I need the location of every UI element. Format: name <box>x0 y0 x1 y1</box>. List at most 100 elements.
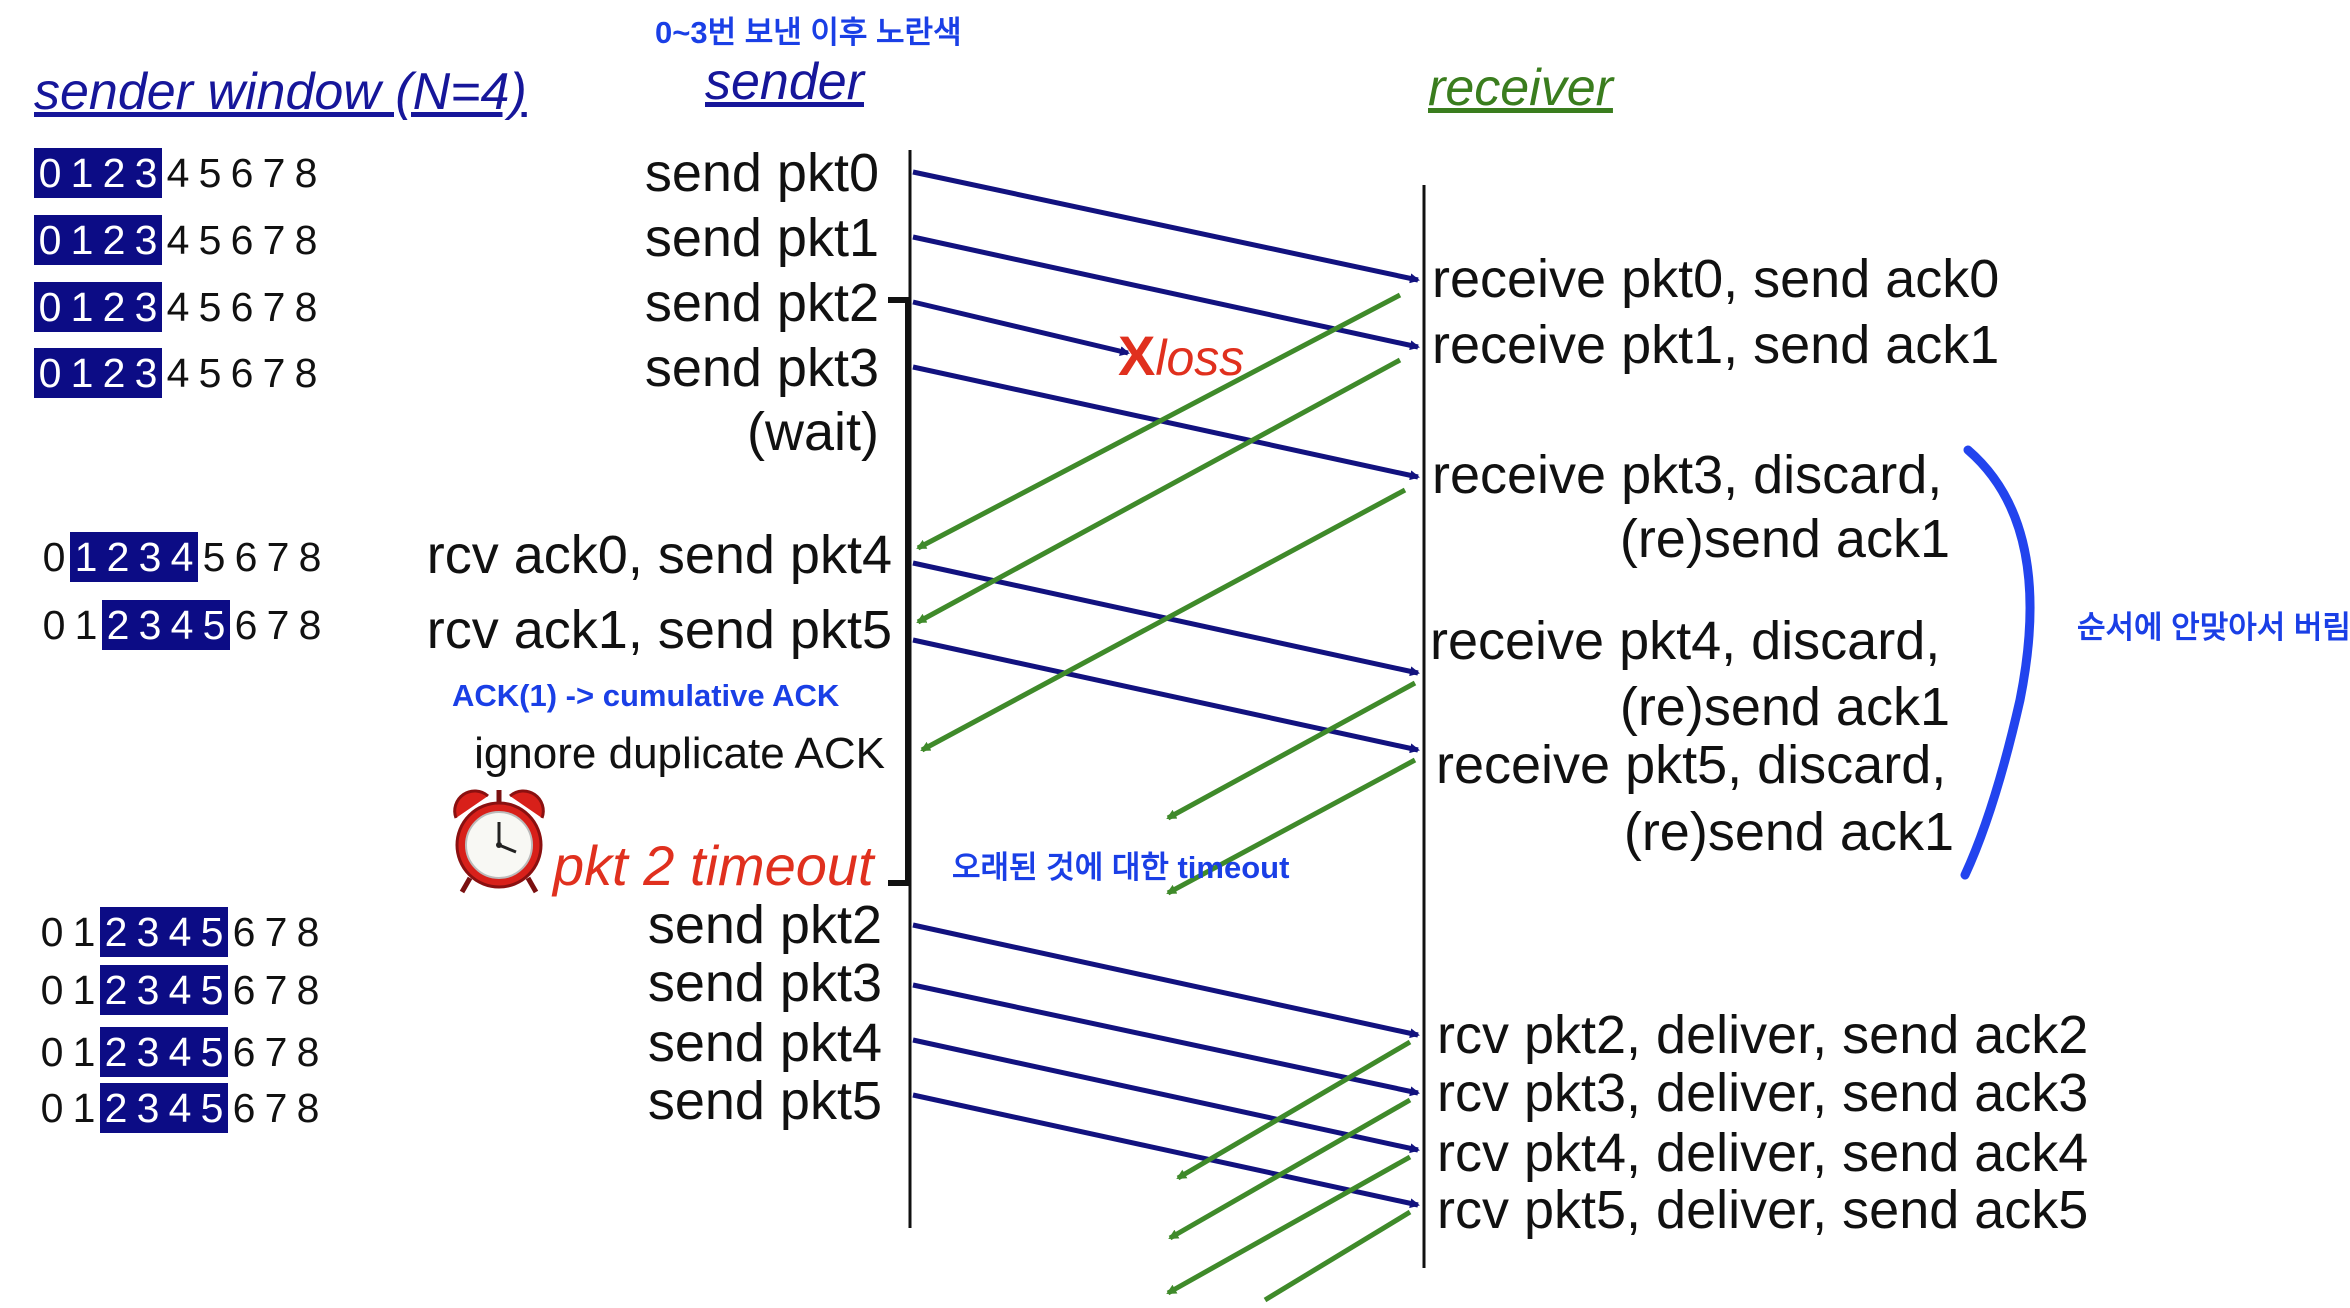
receiver-event-pkt4-resend-ack: (re)send ack1 <box>1619 677 1950 737</box>
sequence-number: 3 <box>130 282 162 332</box>
sender-event-send-pkt0: send pkt0 <box>644 143 879 203</box>
sequence-number: 0 <box>34 348 66 398</box>
sequence-number: 7 <box>266 534 290 580</box>
sequence-number: 6 <box>230 150 254 196</box>
sender-heading: sender <box>705 53 864 111</box>
sequence-number: 0 <box>40 1085 64 1131</box>
sequence-number: 0 <box>40 1029 64 1075</box>
receiver-heading: receiver <box>1428 59 1613 117</box>
note-old-timeout: 오래된 것에 대한 timeout <box>952 850 1290 885</box>
sequence-number: 6 <box>230 350 254 396</box>
receiver-event-pkt5-discard: receive pkt5, discard, <box>1436 735 1947 795</box>
sequence-number: 3 <box>132 1083 164 1133</box>
sequence-number: 3 <box>132 1027 164 1077</box>
sequence-number: 4 <box>166 217 190 263</box>
sequence-number: 2 <box>102 600 134 650</box>
sequence-number: 8 <box>294 217 318 263</box>
ack-arrow-dup-ack1-c <box>1166 757 1417 896</box>
receiver-event-pkt1: receive pkt1, send ack1 <box>1432 315 2000 375</box>
timer-bracket <box>888 297 911 886</box>
sequence-number: 7 <box>264 1085 288 1131</box>
sequence-number: 5 <box>196 1083 228 1133</box>
sequence-number: 4 <box>164 1027 196 1077</box>
sequence-number: 8 <box>296 909 320 955</box>
note-cumulative-ack: ACK(1) -> cumulative ACK <box>452 678 840 713</box>
sequence-number: 8 <box>294 150 318 196</box>
pkt2-timeout-label: pkt 2 timeout <box>553 834 874 897</box>
sequence-number: 3 <box>134 600 166 650</box>
sequence-number: 0 <box>40 909 64 955</box>
data-arrow-pkt2-resend <box>912 922 1420 1039</box>
data-arrow-pkt0 <box>912 169 1420 284</box>
sequence-number: 4 <box>166 150 190 196</box>
data-arrow-pkt3-resend <box>912 982 1420 1097</box>
loss-label: loss <box>1155 330 1245 386</box>
receiver-event-deliver-pkt3: rcv pkt3, deliver, send ack3 <box>1437 1063 2089 1123</box>
sequence-number: 1 <box>72 909 96 955</box>
ack-arrow-ack3 <box>1168 1097 1412 1241</box>
sequence-number: 6 <box>232 1029 256 1075</box>
loss-marker: Xloss <box>1118 328 1244 384</box>
sequence-number: 5 <box>198 350 222 396</box>
sequence-number: 7 <box>262 350 286 396</box>
sequence-number: 1 <box>72 1085 96 1131</box>
sequence-number: 1 <box>72 1029 96 1075</box>
sequence-number: 0 <box>34 215 66 265</box>
sequence-number: 8 <box>296 1085 320 1131</box>
sender-event-send-pkt3: send pkt3 <box>644 338 879 398</box>
sequence-number: 5 <box>202 534 226 580</box>
sequence-number: 8 <box>298 534 322 580</box>
data-arrow-pkt3 <box>912 364 1420 481</box>
receiver-event-deliver-pkt4: rcv pkt4, deliver, send ack4 <box>1437 1123 2089 1183</box>
sender-window-heading: sender window (N=4) <box>34 63 527 121</box>
discard-brace <box>1960 445 2035 880</box>
sequence-number: 6 <box>230 217 254 263</box>
ack-arrow-dup-ack1-a <box>920 487 1407 753</box>
sender-event-resend-pkt2: send pkt2 <box>647 895 882 955</box>
sequence-number: 1 <box>66 215 98 265</box>
sequence-number: 7 <box>262 217 286 263</box>
sequence-number: 5 <box>196 907 228 957</box>
sequence-number: 4 <box>166 532 198 582</box>
sequence-number: 6 <box>234 602 258 648</box>
sequence-number: 7 <box>264 1029 288 1075</box>
ack-arrow-dup-ack1-b <box>1166 680 1417 821</box>
sequence-number: 5 <box>196 965 228 1015</box>
sequence-number: 6 <box>232 1085 256 1131</box>
sequence-number: 2 <box>98 215 130 265</box>
sequence-number: 1 <box>74 602 98 648</box>
sequence-number: 0 <box>40 967 64 1013</box>
sequence-number: 4 <box>164 907 196 957</box>
sequence-number: 2 <box>98 282 130 332</box>
sequence-number: 4 <box>166 284 190 330</box>
sequence-number: 5 <box>198 217 222 263</box>
sequence-number: 4 <box>164 965 196 1015</box>
sequence-number: 3 <box>130 148 162 198</box>
sequence-number: 5 <box>198 150 222 196</box>
sequence-number: 6 <box>230 284 254 330</box>
sequence-number: 4 <box>166 600 198 650</box>
alarm-clock-icon <box>453 789 545 894</box>
sequence-number: 4 <box>166 350 190 396</box>
ack-arrow-ack0 <box>916 292 1402 551</box>
sequence-number: 0 <box>42 534 66 580</box>
sender-event-ignore-dup: ignore duplicate ACK <box>474 729 885 778</box>
sequence-number: 6 <box>232 909 256 955</box>
data-arrow-pkt5 <box>912 637 1420 754</box>
sender-event-resend-pkt3: send pkt3 <box>647 953 882 1013</box>
sequence-number: 7 <box>262 150 286 196</box>
sequence-number: 2 <box>102 532 134 582</box>
sequence-number: 7 <box>266 602 290 648</box>
sender-event-send-pkt1: send pkt1 <box>644 208 879 268</box>
loss-x: X <box>1118 324 1156 387</box>
